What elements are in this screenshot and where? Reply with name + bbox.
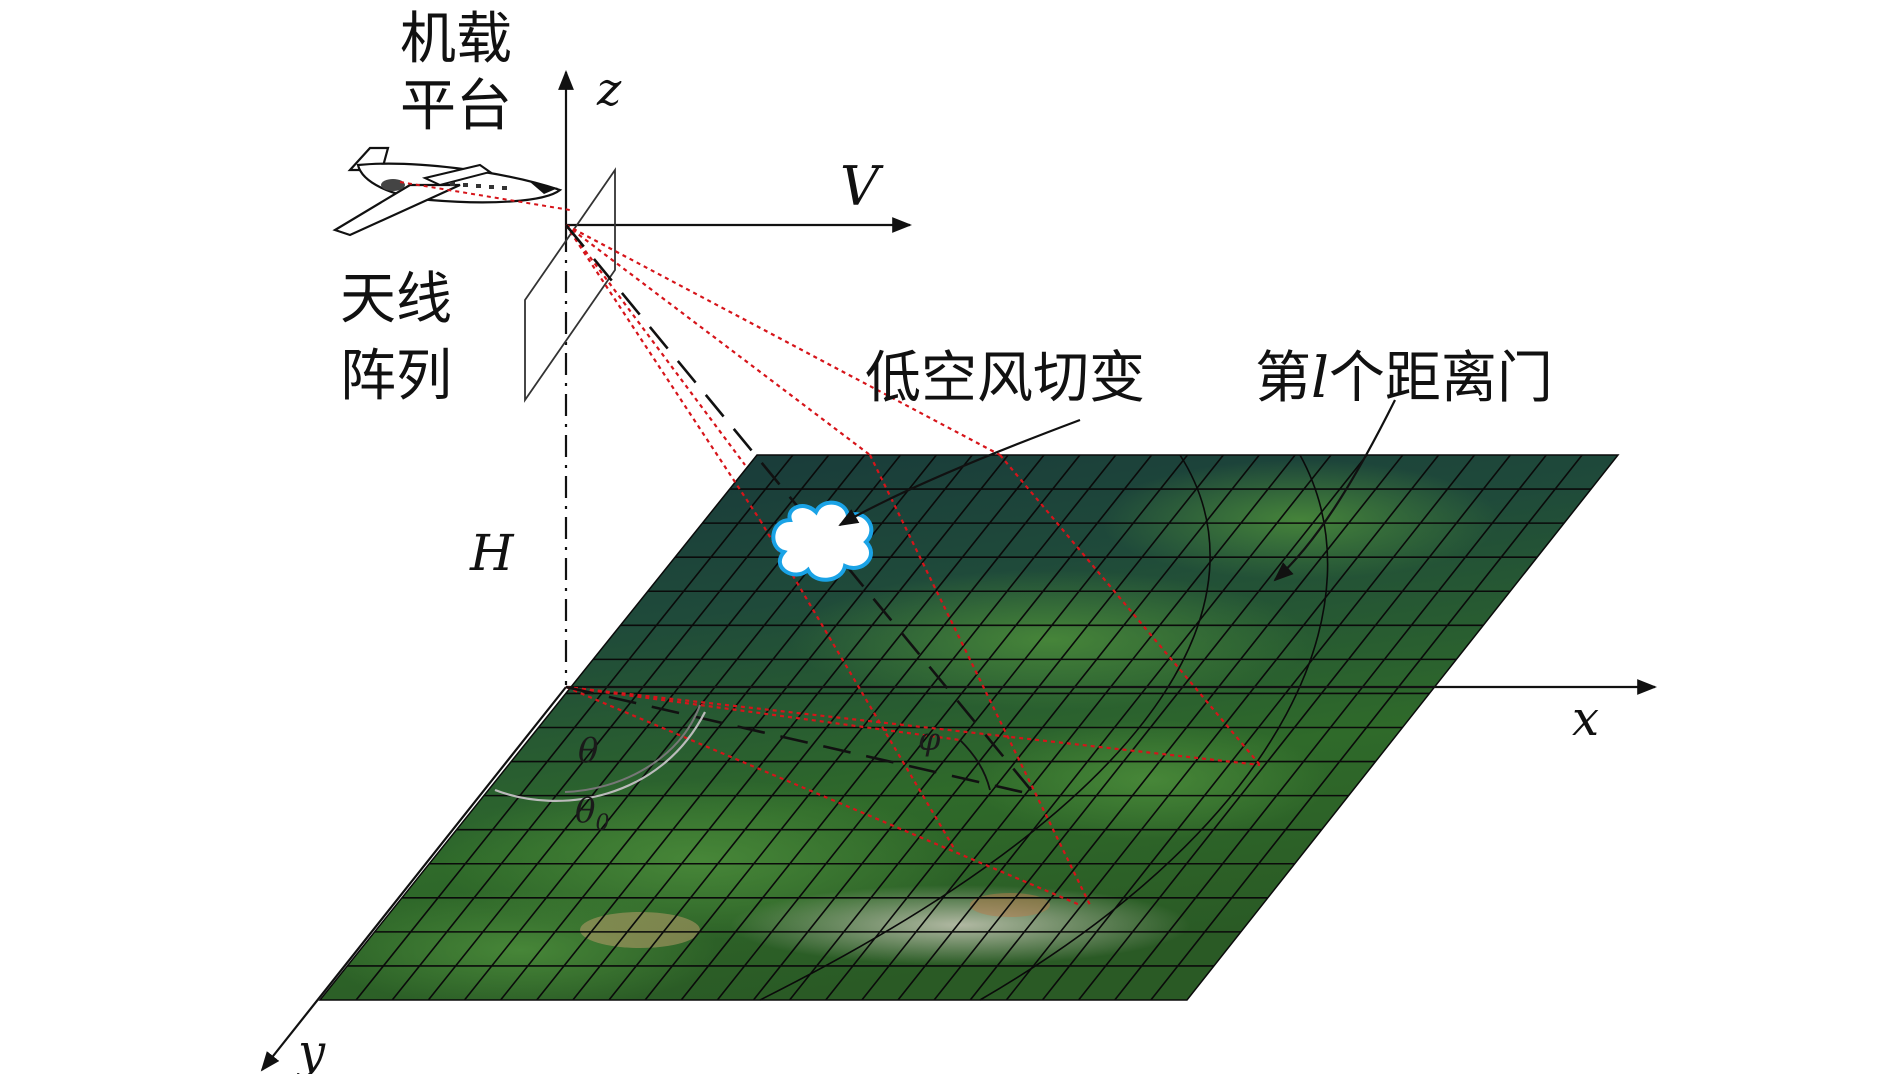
radar-beam (565, 224, 1261, 907)
theta0-arc (494, 711, 706, 802)
velocity-label: V (840, 155, 884, 218)
grid-column-line (752, 454, 1189, 1001)
grid-column-line (897, 454, 1332, 1001)
grid-column-line (825, 454, 1260, 1001)
phi-arc (959, 739, 991, 791)
grid-column-line (861, 454, 1296, 1001)
grid-column-line (608, 454, 1045, 1001)
cloud-icon (771, 500, 874, 582)
grid-column-line (680, 454, 1117, 1001)
range-gate-prefix: 第 (1255, 346, 1311, 411)
village-area (730, 885, 1190, 965)
theta-label: θ (578, 731, 598, 771)
grid-column-line (969, 454, 1404, 1001)
terrain-texture (320, 460, 1500, 1000)
antenna-label-line2: 阵列 (340, 344, 452, 409)
platform-label-line1: 机载 (400, 7, 512, 72)
grid-column-line (1077, 454, 1512, 1001)
height-label: H (469, 524, 515, 582)
range-gate-index: l (1311, 346, 1329, 411)
grid-column-line (355, 454, 794, 1001)
antenna-array-panel (524, 167, 616, 403)
range-gate-suffix: 个距离门 (1329, 346, 1553, 411)
platform-label-line2: 平台 (400, 74, 512, 139)
antenna-label-line1: 天线 (340, 267, 452, 332)
angle-arcs (494, 704, 991, 802)
grid-column-line (933, 454, 1368, 1001)
terrain-plane (318, 454, 1620, 1001)
callout-arrows (838, 399, 1396, 582)
theta0-subscript: 0 (595, 811, 609, 836)
z-axis-label: z (596, 62, 622, 116)
grid-column-line (572, 454, 1009, 1001)
phi-label: φ (918, 720, 941, 758)
range-gate-label: 第l个距离门 (1255, 346, 1553, 411)
grid-column-line (788, 454, 1225, 1001)
theta0-symbol: θ (575, 791, 595, 831)
grid-column-line (1150, 454, 1583, 1001)
theta0-label: θ0 (575, 791, 609, 836)
airplane-icon (332, 146, 571, 237)
grid-column-line (1005, 454, 1440, 1001)
grid-column-line (1114, 454, 1547, 1001)
range-gate-arcs (759, 454, 1329, 1001)
theta-arc (564, 704, 701, 793)
grid-column-line (536, 454, 973, 1001)
y-axis (260, 686, 567, 1072)
grid-column-line (391, 454, 830, 1001)
y-axis-label: y (296, 1024, 326, 1074)
x-axis-label: x (1572, 691, 1599, 747)
wind-shear-label: 低空风切变 (865, 346, 1145, 411)
